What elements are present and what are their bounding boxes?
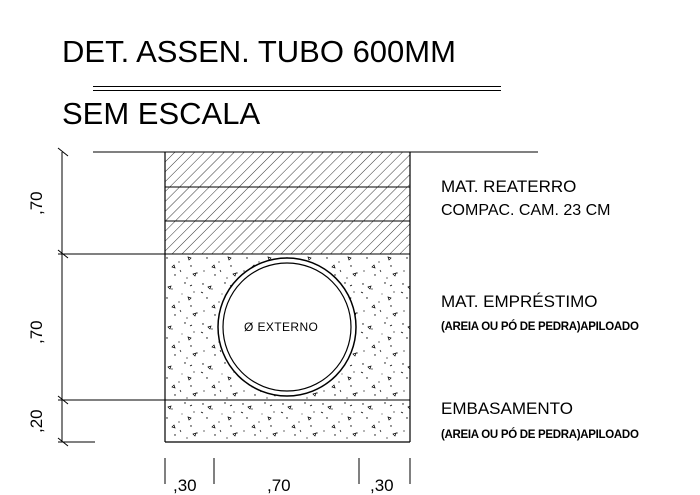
pipe-inner-wall [222,262,352,392]
title-underline-2 [93,90,501,91]
borrow-material-label: MAT. EMPRÉSTIMO [441,292,598,311]
drawing-title: DET. ASSEN. TUBO 600MM [62,34,456,69]
title-underline-1 [93,86,501,87]
bedding-note: (AREIA OU PÓ DE PEDRA)APILOADO [441,429,639,441]
dimension-left-clearance: ,30 [173,476,197,495]
dimension-borrow-depth: ,70 [27,320,46,344]
pipe-diameter-label: Ø EXTERNO [244,320,319,334]
dimension-right-clearance: ,30 [370,476,394,495]
horizontal-dimension-ticks [164,458,411,484]
backfill-note: COMPAC. CAM. 23 CM [441,202,611,219]
scale-note: SEM ESCALA [62,96,261,131]
vertical-dimension-chain [57,147,165,447]
dimension-backfill-depth: ,70 [27,191,46,215]
backfill-layer [165,152,410,254]
bedding-layer [165,400,410,442]
dimension-pipe-width: ,70 [267,476,291,495]
borrow-material-note: (AREIA OU PÓ DE PEDRA)APILOADO [441,321,639,333]
dimension-bedding-depth: ,20 [27,409,46,433]
bedding-label: EMBASAMENTO [441,399,573,418]
backfill-label: MAT. REATERRO [441,177,577,196]
